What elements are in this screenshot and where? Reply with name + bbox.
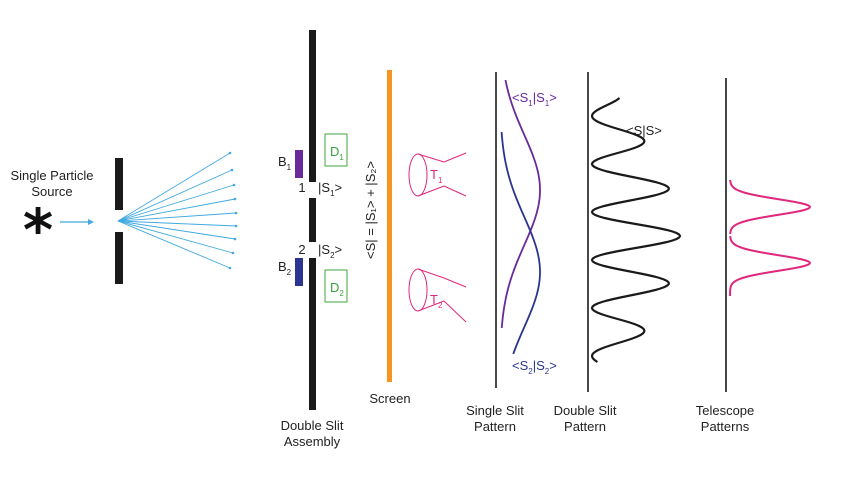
detector-d1-box — [324, 133, 348, 167]
first-barrier-bottom — [115, 232, 123, 284]
double-slit-barrier-top — [309, 30, 316, 182]
single-slit-curve-s1 — [500, 79, 541, 329]
diffracted-ray-tip-2 — [230, 168, 234, 172]
diffracted-ray-tip-1 — [228, 151, 232, 155]
double-slit-caption-line2: Assembly — [284, 434, 341, 449]
single-slit-top-label: <S1|S1> — [512, 90, 557, 108]
observation-screen — [387, 70, 392, 382]
slit-1-ket: |S1> — [318, 180, 342, 198]
diffracted-ray-5 — [117, 212, 237, 222]
diffracted-ray-tip-8 — [231, 251, 235, 255]
blocker-b1-label: B1 — [278, 154, 292, 172]
double-slit-barrier-bottom — [309, 258, 316, 410]
particle-source-icon: * — [23, 196, 53, 264]
telescope-caption-line2: Patterns — [701, 419, 750, 434]
double-slit-pattern-caption-line1: Double Slit — [554, 403, 617, 418]
diffracted-ray-8 — [117, 220, 234, 254]
diffracted-ray-tip-5 — [234, 211, 238, 215]
diffracted-ray-3 — [117, 184, 235, 222]
screen-caption: Screen — [369, 391, 410, 406]
detector-d1-label: D1 — [330, 144, 344, 162]
double-slit-pattern-caption-line2: Pattern — [564, 419, 606, 434]
telescope-pattern-curve-t2 — [729, 235, 812, 297]
telescope-t2-label: T2 — [430, 292, 443, 310]
diffracted-ray-9 — [117, 220, 231, 269]
diffracted-ray-tip-7 — [233, 237, 237, 241]
detector-d2-box — [324, 269, 348, 303]
diffracted-ray-tip-9 — [228, 266, 232, 270]
first-barrier-top — [115, 158, 123, 210]
telescope-t1-icon — [408, 152, 467, 197]
source-beam-arrowhead — [88, 219, 94, 225]
blocker-b2-label: B2 — [278, 259, 292, 277]
slit-1-number: 1 — [298, 180, 305, 195]
double-slit-caption-line1: Double Slit — [281, 418, 344, 433]
source-label-line2: Source — [31, 184, 72, 199]
telescope-caption-line1: Telescope — [696, 403, 755, 418]
double-slit-barrier-middle — [309, 198, 316, 242]
single-slit-caption-line1: Single Slit — [466, 403, 524, 418]
diffracted-ray-2 — [117, 169, 233, 222]
diffracted-ray-6 — [117, 220, 237, 227]
telescope-pattern-curve-t1 — [729, 179, 812, 235]
telescope-t2-icon — [408, 268, 467, 323]
single-slit-curve-s2 — [500, 131, 541, 355]
blocker-b1 — [295, 150, 303, 178]
blocker-b2 — [295, 258, 303, 286]
source-label-line1: Single Particle — [10, 168, 93, 183]
diffracted-ray-tip-3 — [232, 183, 236, 187]
diffracted-ray-tip-6 — [234, 224, 238, 228]
slit-2-ket: |S2> — [318, 242, 342, 260]
diffracted-ray-1 — [117, 152, 231, 222]
diffracted-ray-4 — [117, 198, 236, 222]
detector-d2-label: D2 — [330, 280, 344, 298]
diffracted-ray-7 — [117, 220, 236, 240]
single-slit-caption-line2: Pattern — [474, 419, 516, 434]
diffracted-rays — [117, 151, 238, 270]
slit-2-number: 2 — [298, 242, 305, 257]
screen-state-label: <S| = |S₁> + |S₂> — [363, 161, 378, 259]
single-slit-bottom-label: <S2|S2> — [512, 358, 557, 376]
double-slit-interference-curve — [590, 97, 682, 363]
telescope-t1-label: T1 — [430, 167, 443, 185]
double-slit-pattern-label: <S|S> — [626, 123, 662, 138]
diffracted-ray-tip-4 — [233, 197, 237, 201]
